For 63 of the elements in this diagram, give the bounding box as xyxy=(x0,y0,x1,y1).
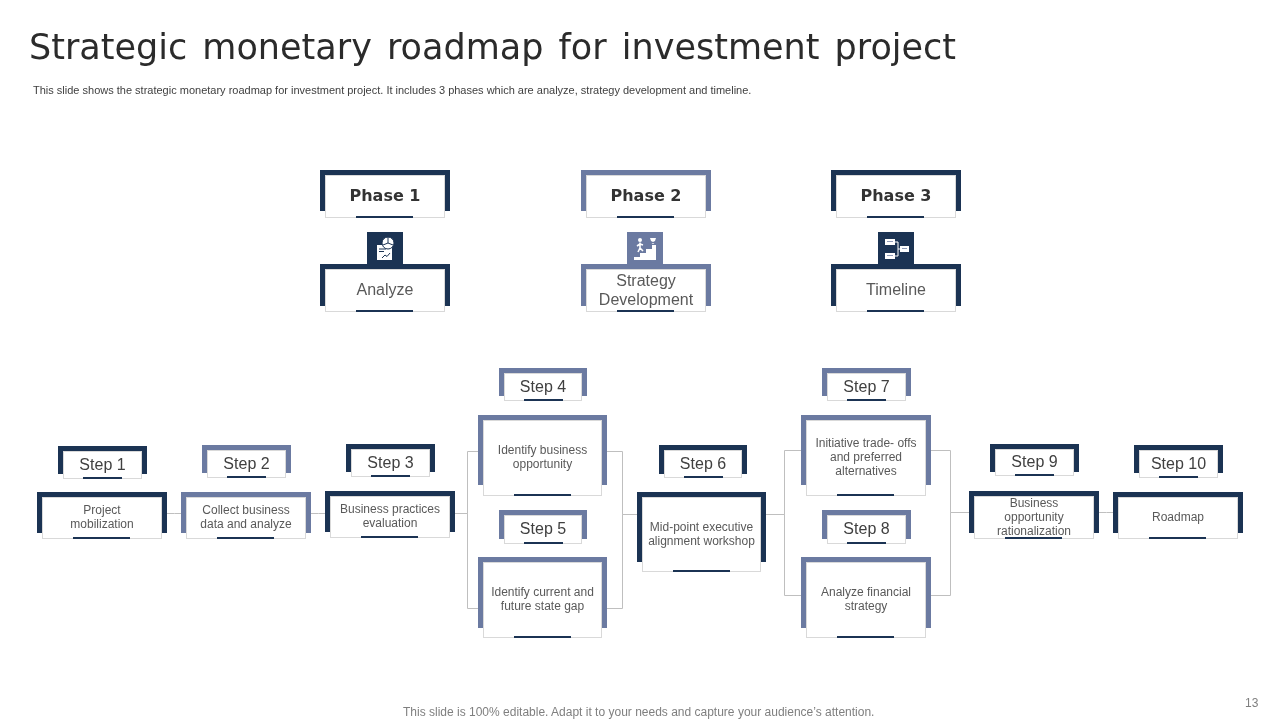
step-label: Step 5 xyxy=(518,519,568,538)
phase-title: Phase 1 xyxy=(348,186,422,205)
phase-card xyxy=(581,170,711,218)
step-description: Business opportunity rationalization xyxy=(995,495,1072,538)
step-description: Identify business opportunity xyxy=(496,443,589,471)
step-description: Analyze financial strategy xyxy=(819,585,913,613)
phase-card xyxy=(831,170,961,218)
connector-line xyxy=(310,513,326,514)
step-card xyxy=(478,557,607,638)
step-description: Identify current and future state gap xyxy=(490,585,595,613)
page-number: 13 xyxy=(1245,696,1259,710)
footer-note: This slide is 100% editable. Adapt it to your needs and capture your audience’s attention. xyxy=(403,705,875,719)
step-tab xyxy=(822,510,911,544)
step-tab xyxy=(346,444,435,477)
step-description: Collect business data and analyze xyxy=(199,503,293,531)
step-card xyxy=(801,557,931,638)
connector-line xyxy=(930,512,970,596)
step-description: Business practices evaluation xyxy=(338,502,441,530)
connector-line xyxy=(765,514,802,596)
step-label: Step 9 xyxy=(1010,452,1059,471)
step-card xyxy=(478,415,607,496)
phase-title: Phase 2 xyxy=(609,186,683,205)
slide-subtitle: This slide shows the strategic monetary roadmap for investment project. It includes 3 phases which are analyze, strategy development and timeline. xyxy=(33,84,752,96)
step-label: Step 10 xyxy=(1149,453,1208,473)
step-label: Step 6 xyxy=(678,453,728,473)
step-label: Step 3 xyxy=(366,452,415,472)
step-tab xyxy=(822,368,911,401)
step-card xyxy=(181,492,311,539)
step-description: Roadmap xyxy=(1151,510,1205,524)
step-description: Mid-point executive alignment workshop xyxy=(647,519,756,548)
step-card xyxy=(637,492,766,572)
phase-title: Phase 3 xyxy=(859,186,933,205)
step-description: Initiative trade- offs and preferred alternatives xyxy=(814,436,918,478)
connector-line xyxy=(1098,512,1114,513)
step-label: Step 2 xyxy=(222,453,271,473)
connector-line xyxy=(606,514,638,609)
step-tab xyxy=(202,445,291,478)
step-tab xyxy=(499,368,587,401)
step-card xyxy=(1113,492,1243,539)
phase-name-card xyxy=(581,264,711,312)
step-card xyxy=(325,491,455,538)
connector-line xyxy=(166,513,182,514)
step-tab xyxy=(1134,445,1223,478)
step-tab xyxy=(659,445,747,478)
step-tab xyxy=(58,446,147,479)
phase-name-card xyxy=(831,264,961,312)
step-card xyxy=(969,491,1099,539)
step-tab xyxy=(499,510,587,544)
step-card xyxy=(37,492,167,539)
phase-name: Analyze xyxy=(355,280,415,299)
phase-name: Timeline xyxy=(865,280,927,299)
step-card xyxy=(801,415,931,496)
connector-line xyxy=(454,513,479,609)
step-description: Project mobilization xyxy=(69,503,135,531)
phase-card xyxy=(320,170,450,218)
phase-name-card xyxy=(320,264,450,312)
step-label: Step 8 xyxy=(842,519,891,538)
step-label: Step 1 xyxy=(78,454,127,474)
slide-title: Strategic monetary roadmap for investment project xyxy=(29,27,957,67)
step-label: Step 7 xyxy=(842,376,891,396)
step-tab xyxy=(990,444,1079,476)
phase-name: Strategy Development xyxy=(597,270,695,309)
step-label: Step 4 xyxy=(518,376,568,396)
